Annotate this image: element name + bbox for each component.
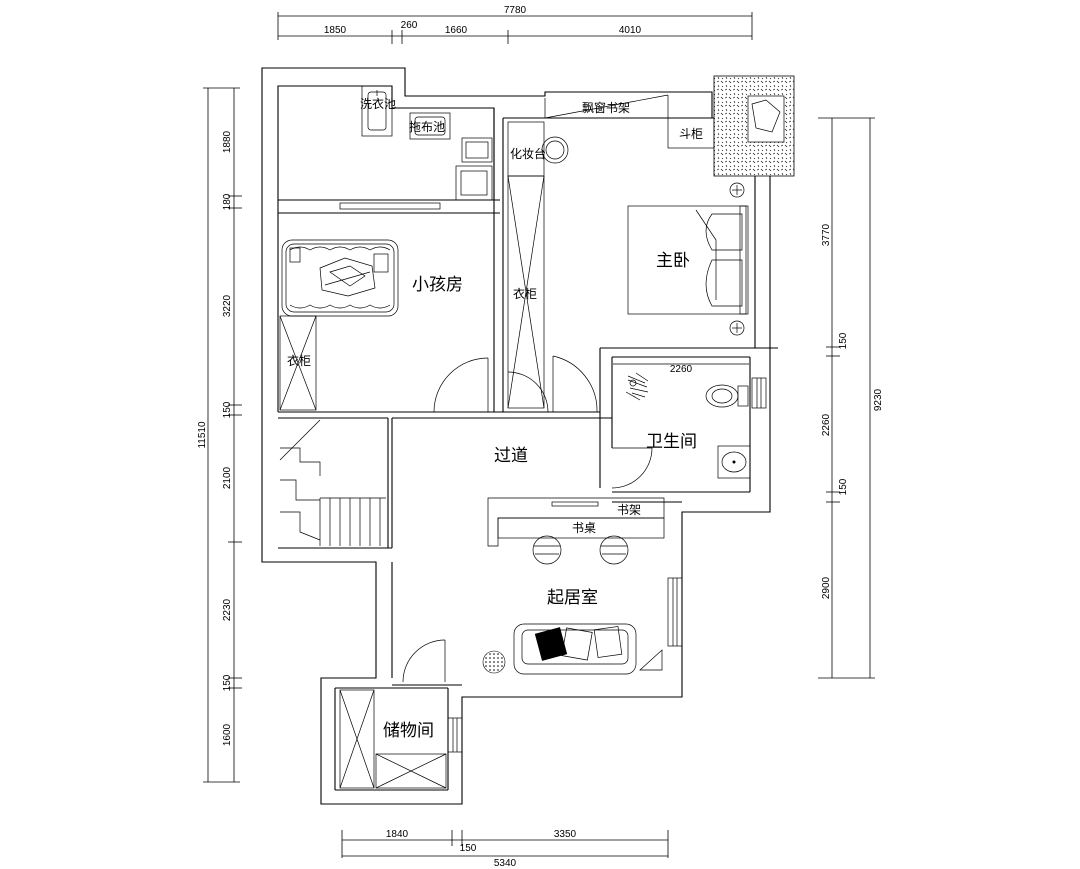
living-room-door[interactable] [402,639,446,683]
dim-top-4: 4010 [619,25,642,36]
kids-door[interactable] [433,357,489,413]
staircase [279,419,386,546]
laundry-area: 洗衣池 拖布池 [360,85,493,201]
dim-right-total: 9230 [873,388,884,411]
bookshelf-label: 书架 [617,503,641,517]
toilet-icon [705,384,749,408]
dim-left-total: 11510 [197,421,208,449]
dimensions-right: 9230 3770 150 2260 150 2900 [818,117,884,679]
dim-left-1: 1880 [222,130,233,153]
corridor: 过道 [494,446,528,466]
dimensions-top: 7780 1850 260 1660 4010 [277,5,753,44]
dimensions-left: 11510 1880 180 3220 150 2100 2230 150 16… [197,87,242,783]
master-bed-icon [627,205,747,315]
kids-wardrobe-label: 衣柜 [287,353,311,368]
chest-label: 斗柜 [679,127,703,141]
wardrobe-door[interactable] [507,371,549,413]
chair-right-icon [599,535,629,565]
dresser-label: 化妆台 [510,146,546,161]
dim-left-2: 180 [222,193,233,210]
dim-bottom-2: 150 [460,843,477,854]
dim-right-2: 150 [838,332,849,349]
corridor-label: 过道 [494,446,528,466]
dim-left-3: 3220 [222,294,233,317]
dim-top-2: 260 [401,20,418,31]
interior-walls [277,108,778,791]
dim-bottom-3: 3350 [554,829,577,840]
storage-room: 储物间 [339,689,447,789]
bathroom-door[interactable] [611,447,653,489]
nightstand-lamp-bottom-icon [729,320,745,336]
master-door[interactable] [552,355,598,413]
bathroom-width-label: 2260 [670,364,693,375]
dim-right-1: 3770 [821,223,832,246]
dim-left-7: 150 [222,674,233,691]
bay-shelf-label: 飘窗书架 [582,101,630,115]
master-wardrobe: 衣柜 化妆台 [507,121,569,409]
washing-machine-icon [461,137,493,163]
washbasin-icon [717,445,751,479]
bay-window: 飘窗书架 斗柜 [544,75,795,177]
plant-icon [482,650,506,674]
dim-bottom-1: 1840 [386,829,409,840]
kids-wardrobe-icon [279,315,317,411]
laundry-sink-label: 洗衣池 [360,96,396,111]
windows [447,377,767,753]
dim-right-5: 2900 [821,576,832,599]
laundry-sink-icon [361,85,393,137]
master-bedroom-label: 主卧 [656,251,690,271]
dim-left-8: 1600 [222,723,233,746]
dimensions-bottom: 1840 150 3350 5340 [341,829,669,869]
desk-label: 书桌 [572,521,596,535]
living-room-label: 起居室 [547,588,598,608]
dresser-icon [507,121,545,177]
chair-left-icon [532,535,562,565]
storage-label: 储物间 [383,721,434,741]
storage-cabinet-bottom-icon [375,753,447,789]
dim-left-5: 2100 [222,466,233,489]
dim-right-3: 2260 [821,413,832,436]
mop-sink-icon [409,112,451,140]
dim-bottom-total: 5340 [494,858,517,869]
dim-left-6: 2230 [222,598,233,621]
bathroom: 2260 卫生间 [611,363,751,489]
desk-icon [497,517,665,539]
dresser-stool-icon [541,136,569,164]
sofa-icon [513,623,637,675]
dim-left-4: 150 [222,401,233,418]
dim-top-1: 1850 [324,25,347,36]
bathroom-label: 卫生间 [646,432,697,452]
kids-bed-icon [281,239,399,317]
nightstand-lamp-top-icon [729,182,745,198]
storage-cabinet-left-icon [339,689,375,789]
kids-room: 衣柜 小孩房 [279,239,489,413]
mop-sink-label: 拖布池 [409,120,445,134]
living-room: 书架 书桌 起居室 [402,497,665,683]
kids-room-label: 小孩房 [412,275,463,295]
dim-top-total: 7780 [504,5,527,16]
shower-head-icon [625,372,649,401]
dim-right-4: 150 [838,478,849,495]
master-wardrobe-label: 衣柜 [513,286,537,301]
dim-top-3: 1660 [445,25,468,36]
dryer-icon [455,165,493,201]
master-bedroom: 主卧 [507,182,749,413]
